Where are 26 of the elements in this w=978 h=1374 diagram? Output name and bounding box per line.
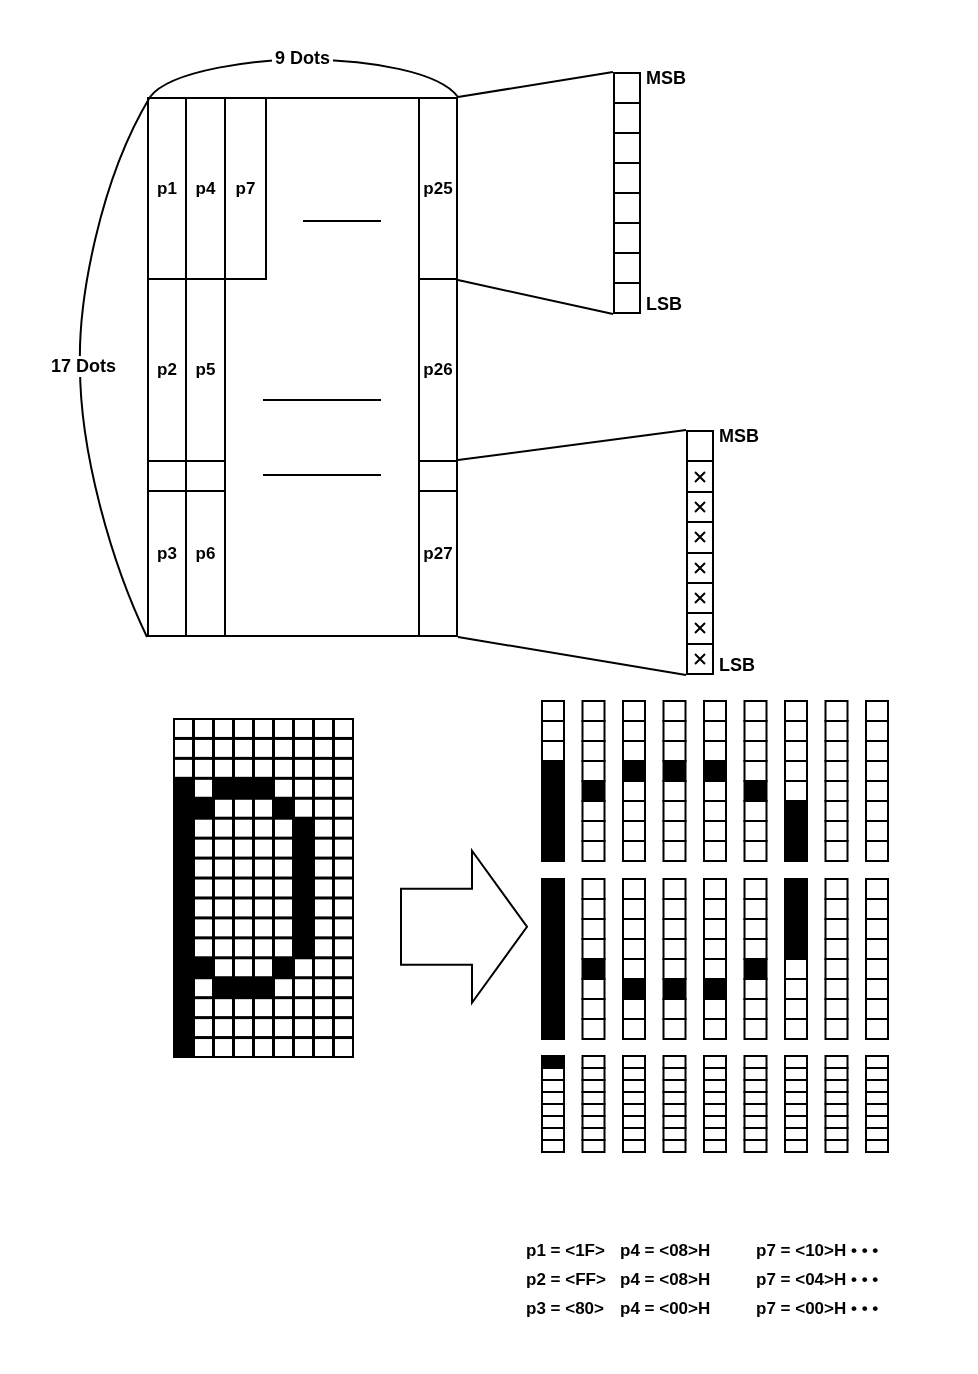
byte-value-text: p4 = <08>H: [620, 1269, 712, 1290]
expansion-line: [457, 636, 687, 676]
expansion-line: [457, 71, 614, 98]
bit-order-label: LSB: [719, 655, 755, 676]
byte-columns-drawing: [541, 700, 886, 1152]
byte-value-text: p7 = <00>H • • •: [756, 1298, 879, 1319]
byte-value-text: p3 = <80>: [526, 1298, 605, 1319]
byte-value-text: p4 = <00>H: [620, 1298, 712, 1319]
character-frame-border: [147, 97, 458, 637]
bit-order-label: MSB: [719, 426, 759, 447]
bit-order-label: LSB: [646, 294, 682, 315]
dot-matrix-drawing: [173, 718, 353, 1057]
byte-value-text: p4 = <08>H: [620, 1240, 712, 1261]
block-arrow: [400, 847, 529, 1006]
byte-value-text: p1 = <1F>: [526, 1240, 606, 1261]
byte-value-text: p7 = <10>H • • •: [756, 1240, 879, 1261]
expansion-line: [457, 429, 687, 461]
byte-value-text: p2 = <FF>: [526, 1269, 607, 1290]
expansion-line: [457, 279, 614, 315]
bit-column: [613, 72, 641, 314]
data-column-cell: [185, 460, 226, 637]
data-column-cell: [418, 460, 458, 637]
byte-value-text: p7 = <04>H • • •: [756, 1269, 879, 1290]
data-column-cell: [224, 97, 267, 280]
bit-column: [686, 430, 714, 675]
bit-order-label: MSB: [646, 68, 686, 89]
